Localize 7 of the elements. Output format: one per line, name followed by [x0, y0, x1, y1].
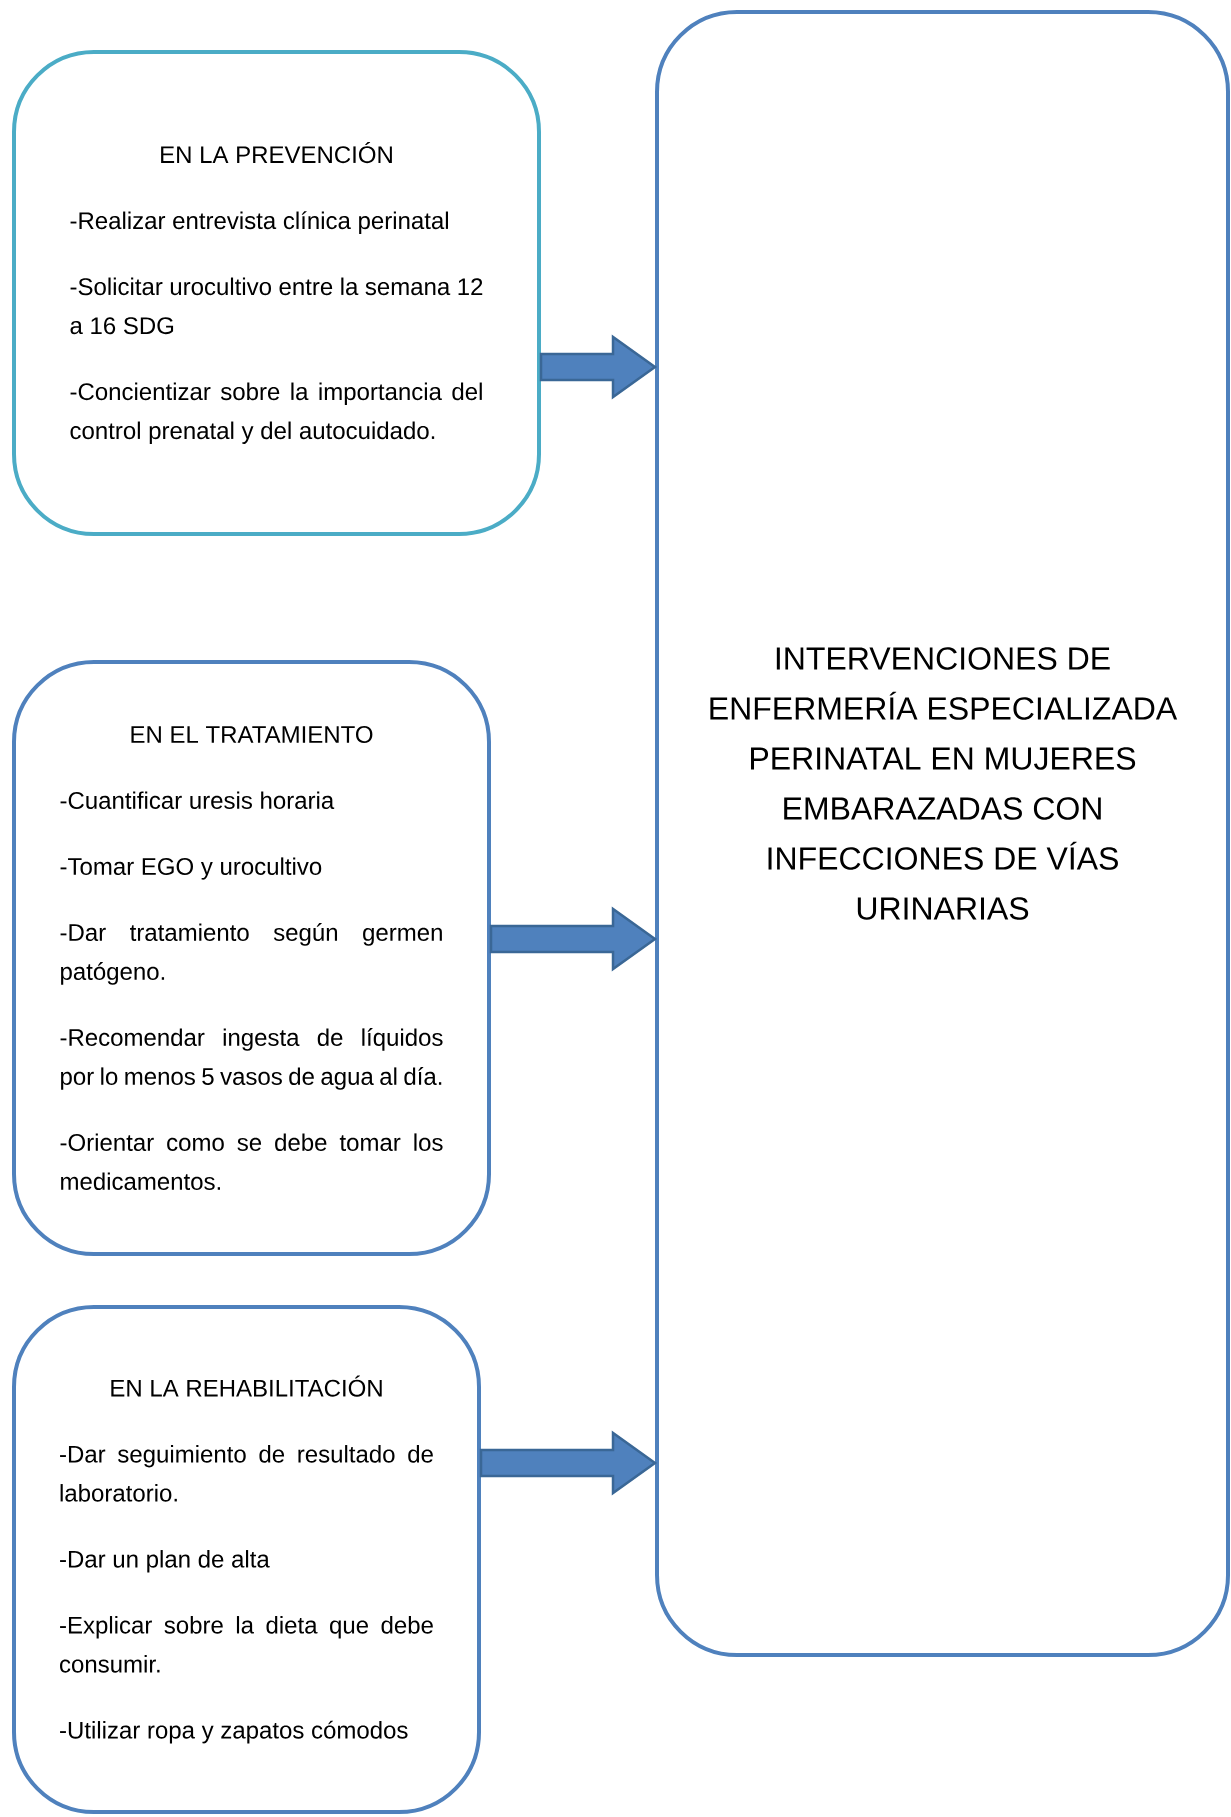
- block-arrow: [479, 1430, 658, 1496]
- rounded-box: EN LA PREVENCIÓN -Realizar entrevista clínica perinatal -Solicitar urocultivo entre la semana 12 a 16 SDG -Concientizar sobre la importancia del control prenatal y del autocuidado.: [12, 50, 541, 536]
- block-arrow: [539, 334, 658, 400]
- block-arrow: [489, 906, 658, 972]
- rounded-box: EN LA REHABILITACIÓN -Dar seguimiento de resultado de laboratorio. -Dar un plan de alta -Explicar sobre la dieta que debe consumir. -Utilizar ropa y zapatos cómodos: [12, 1305, 481, 1814]
- rounded-box: EN EL TRATAMIENTO -Cuantificar uresis horaria -Tomar EGO y urocultivo -Dar tratamiento según germen patógeno. -Recomendar ingesta de líquidos por lo menos 5 vasos de agua al día. -Orientar como se debe tomar los medicamentos.: [12, 660, 491, 1256]
- rounded-box: INTERVENCIONES DE ENFERMERÍA ESPECIALIZADA PERINATAL EN MUJERES EMBARAZADAS CON INFECCIONES DE VÍAS URINARIAS: [655, 10, 1230, 1657]
